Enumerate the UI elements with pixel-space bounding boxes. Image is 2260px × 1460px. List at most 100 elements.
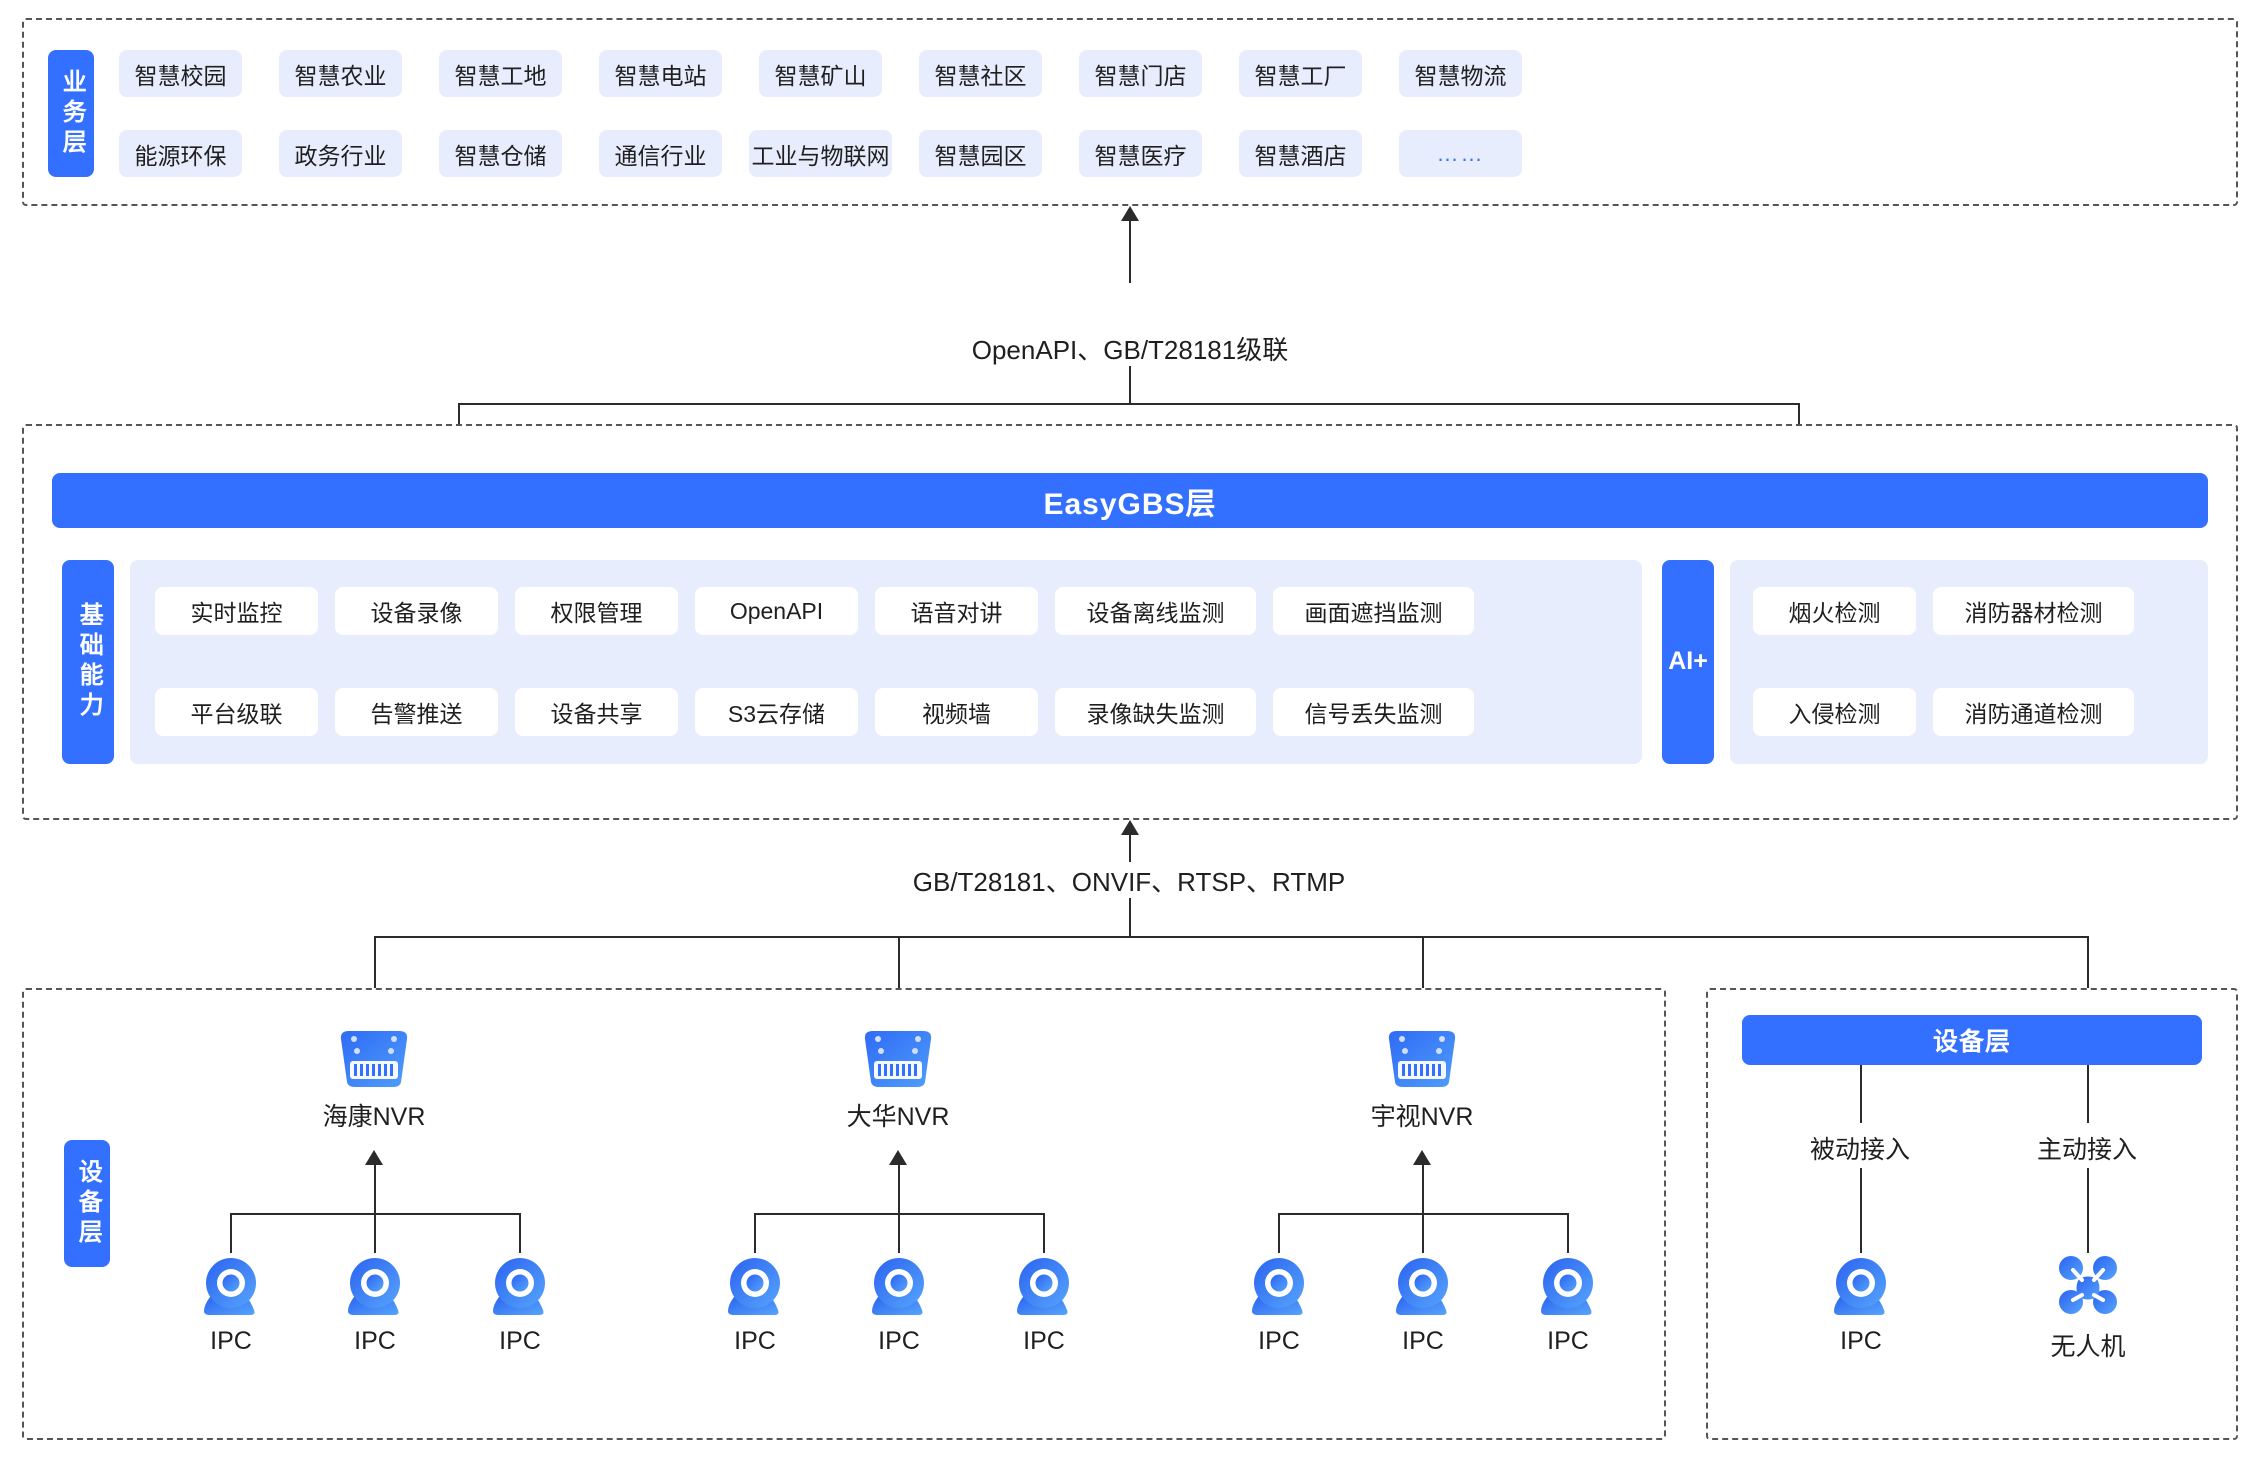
business-tag-more[interactable]: …… — [1399, 130, 1522, 177]
capability-chip[interactable]: 设备录像 — [335, 587, 498, 635]
ipc-label: IPC — [499, 1327, 541, 1355]
nvr-node[interactable]: 宇视NVR — [1352, 1025, 1492, 1133]
business-tag[interactable]: 智慧园区 — [919, 130, 1042, 177]
device-layer-right-title: 设备层 — [1932, 1028, 2011, 1056]
business-tag[interactable]: 智慧仓储 — [439, 130, 562, 177]
ipc-label: IPC — [734, 1327, 776, 1355]
ipc-camera-icon — [1512, 1253, 1624, 1321]
business-tag[interactable]: 智慧工地 — [439, 50, 562, 97]
uplink-bus-top — [458, 403, 1800, 405]
capability-chip[interactable]: 视频墙 — [875, 688, 1038, 736]
capability-chip[interactable]: 实时监控 — [155, 587, 318, 635]
capability-chip[interactable]: S3云存储 — [695, 688, 858, 736]
nvr-node[interactable]: 海康NVR — [304, 1025, 444, 1133]
capability-chip[interactable]: 告警推送 — [335, 688, 498, 736]
passive-access-line-top — [1860, 1065, 1862, 1123]
drone-node[interactable]: 无人机 — [2032, 1253, 2144, 1363]
active-access-line-bottom — [2087, 1168, 2089, 1253]
business-tag[interactable]: 智慧物流 — [1399, 50, 1522, 97]
uplink-arrow-bottom — [1121, 820, 1139, 835]
business-tag[interactable]: 智慧矿山 — [759, 50, 882, 97]
uplink-arrow-top — [1121, 206, 1139, 221]
nvr-uplink-arrow — [1413, 1150, 1431, 1165]
ipc-node[interactable]: IPC — [175, 1253, 287, 1356]
uplink-stem-bottom-lower — [1129, 898, 1131, 938]
business-tag[interactable]: 政务行业 — [279, 130, 402, 177]
nvr-icon — [1352, 1025, 1492, 1091]
business-tag[interactable]: 通信行业 — [599, 130, 722, 177]
ipc-node-right[interactable]: IPC — [1805, 1253, 1917, 1356]
capability-chip[interactable]: 设备离线监测 — [1055, 587, 1256, 635]
nvr-icon — [828, 1025, 968, 1091]
capability-chip[interactable]: 平台级联 — [155, 688, 318, 736]
capability-chip[interactable]: 设备共享 — [515, 688, 678, 736]
business-tag[interactable]: 智慧工厂 — [1239, 50, 1362, 97]
ipc-node[interactable]: IPC — [319, 1253, 431, 1356]
device-layer-right-bar[interactable]: 设备层 — [1742, 1015, 2202, 1065]
device-branch-3 — [1422, 936, 1424, 1022]
ai-plus-label-text: AI+ — [1668, 647, 1708, 676]
ai-plus-side-label: AI+ — [1662, 560, 1714, 764]
device-branch-1 — [374, 936, 376, 1022]
ai-capability-chip[interactable]: 入侵检测 — [1753, 688, 1916, 736]
ipc-camera-icon — [464, 1253, 576, 1321]
nvr-uplink-arrow — [889, 1150, 907, 1165]
ai-capability-chip[interactable]: 消防通道检测 — [1933, 688, 2134, 736]
business-tag[interactable]: 智慧校园 — [119, 50, 242, 97]
ipc-node[interactable]: IPC — [699, 1253, 811, 1356]
ipc-label: IPC — [1402, 1327, 1444, 1355]
ipc-label: IPC — [1840, 1327, 1882, 1355]
ai-capability-chip[interactable]: 烟火检测 — [1753, 587, 1916, 635]
nvr-label: 海康NVR — [322, 1103, 426, 1131]
camera-branch — [1278, 1213, 1280, 1253]
ipc-node[interactable]: IPC — [988, 1253, 1100, 1356]
nvr-uplink-stem — [1422, 1165, 1424, 1215]
nvr-uplink-stem — [374, 1165, 376, 1215]
business-tag[interactable]: 能源环保 — [119, 130, 242, 177]
capability-chip[interactable]: OpenAPI — [695, 587, 858, 635]
ai-capability-chip[interactable]: 消防器材检测 — [1933, 587, 2134, 635]
ipc-label: IPC — [1023, 1327, 1065, 1355]
camera-branch — [519, 1213, 521, 1253]
ipc-node[interactable]: IPC — [464, 1253, 576, 1356]
ipc-camera-icon — [1805, 1253, 1917, 1321]
protocol-label-bottom: GB/T28181、ONVIF、RTSP、RTMP — [879, 862, 1379, 899]
easygbs-layer-bar[interactable]: EasyGBS层 — [52, 473, 2208, 528]
ipc-node[interactable]: IPC — [1367, 1253, 1479, 1356]
business-tag[interactable]: 智慧酒店 — [1239, 130, 1362, 177]
capability-chip[interactable]: 画面遮挡监测 — [1273, 587, 1474, 635]
business-tag[interactable]: 工业与物联网 — [749, 130, 892, 177]
uplink-bus-bottom — [374, 936, 2089, 938]
base-capability-side-label-text: 基础能力 — [75, 602, 103, 722]
ipc-node[interactable]: IPC — [843, 1253, 955, 1356]
camera-branch — [1567, 1213, 1569, 1253]
business-tag[interactable]: 智慧社区 — [919, 50, 1042, 97]
active-access-label: 主动接入 — [2012, 1128, 2162, 1168]
nvr-node[interactable]: 大华NVR — [828, 1025, 968, 1133]
nvr-label: 大华NVR — [846, 1103, 950, 1131]
drone-icon — [2032, 1253, 2144, 1321]
capability-chip[interactable]: 录像缺失监测 — [1055, 688, 1256, 736]
business-layer-side-label: 业务层 — [48, 50, 94, 177]
business-tag[interactable]: 智慧电站 — [599, 50, 722, 97]
camera-branch — [898, 1213, 900, 1253]
drone-label: 无人机 — [2050, 1333, 2126, 1361]
ipc-node[interactable]: IPC — [1512, 1253, 1624, 1356]
ipc-camera-icon — [1223, 1253, 1335, 1321]
capability-chip[interactable]: 语音对讲 — [875, 587, 1038, 635]
capability-chip[interactable]: 权限管理 — [515, 587, 678, 635]
business-tag[interactable]: 智慧医疗 — [1079, 130, 1202, 177]
uplink-stem-top-lower — [1129, 366, 1131, 404]
ipc-camera-icon — [843, 1253, 955, 1321]
capability-chip[interactable]: 信号丢失监测 — [1273, 688, 1474, 736]
ipc-label: IPC — [878, 1327, 920, 1355]
camera-branch — [754, 1213, 756, 1253]
business-tag[interactable]: 智慧农业 — [279, 50, 402, 97]
ipc-label: IPC — [1547, 1327, 1589, 1355]
device-branch-4 — [2087, 936, 2089, 1022]
device-branch-2 — [898, 936, 900, 1022]
easygbs-layer-title: EasyGBS层 — [1043, 487, 1217, 521]
ipc-node[interactable]: IPC — [1223, 1253, 1335, 1356]
business-tag[interactable]: 智慧门店 — [1079, 50, 1202, 97]
nvr-label: 宇视NVR — [1370, 1103, 1474, 1131]
